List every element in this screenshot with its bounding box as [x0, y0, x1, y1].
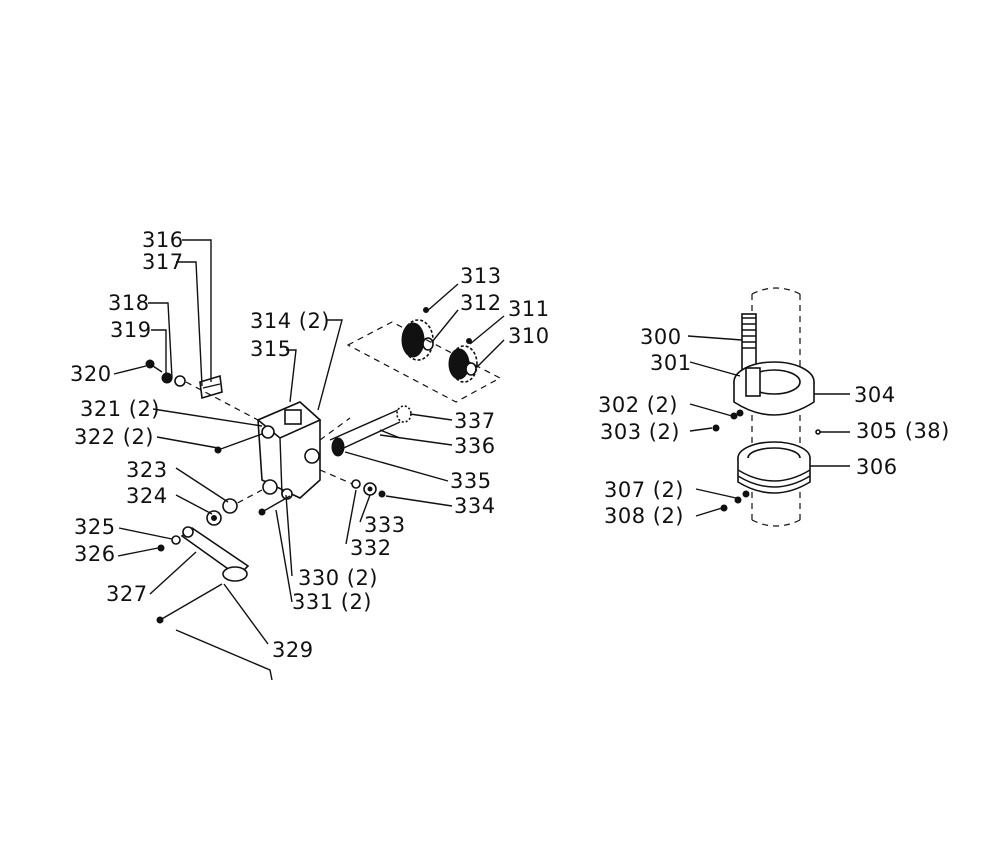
label-316: 316 [142, 228, 184, 252]
label-327: 327 [106, 582, 148, 606]
label-323: 323 [126, 458, 168, 482]
label-315: 315 [250, 337, 292, 361]
label-336: 336 [454, 434, 496, 458]
label-307: 307 (2) [604, 478, 684, 502]
screw-326-part [157, 544, 165, 552]
label-308: 308 (2) [604, 504, 684, 528]
label-310: 310 [508, 324, 550, 348]
screw-322-head [214, 446, 222, 454]
label-318: 318 [108, 291, 150, 315]
screw-330-part [261, 495, 291, 513]
label-325: 325 [74, 515, 116, 539]
label-312: 312 [460, 291, 502, 315]
washer-part [174, 375, 186, 387]
label-301: 301 [650, 351, 692, 375]
ring-306-part [737, 441, 811, 498]
right-assembly [712, 287, 821, 527]
washer-332-part [351, 479, 361, 489]
handle-rod-329-part [156, 583, 223, 624]
shaft-part [329, 405, 412, 457]
label-311: 311 [508, 297, 550, 321]
label-333: 333 [364, 513, 406, 537]
label-321: 321 (2) [80, 397, 160, 421]
label-337: 337 [454, 409, 496, 433]
screw-320-part [145, 359, 163, 373]
label-304: 304 [854, 383, 896, 407]
left-leaders [113, 239, 505, 681]
screw-307-part [734, 496, 742, 504]
right-leaders [687, 335, 850, 517]
housing-block-part [256, 401, 322, 500]
label-322: 322 (2) [74, 425, 154, 449]
collar-304-part [733, 361, 815, 417]
washer-part [161, 372, 173, 384]
label-335: 335 [450, 469, 492, 493]
label-302: 302 (2) [598, 393, 678, 417]
screw-303-part [712, 424, 720, 432]
lever-327-part [180, 526, 250, 582]
label-329: 329 [272, 638, 314, 662]
screw-334-part [378, 490, 386, 498]
label-317: 317 [142, 250, 184, 274]
label-300: 300 [640, 325, 682, 349]
label-313: 313 [460, 264, 502, 288]
label-306: 306 [856, 455, 898, 479]
gear-311-part [448, 345, 478, 383]
gear-313-part [401, 319, 434, 361]
screw-322-part [217, 433, 263, 451]
label-332: 332 [350, 536, 392, 560]
label-305: 305 (38) [856, 419, 950, 443]
label-319: 319 [110, 318, 152, 342]
label-314: 314 (2) [250, 309, 330, 333]
ball-305-part [815, 429, 821, 435]
washer-325-part [171, 535, 181, 545]
label-334: 334 [454, 494, 496, 518]
label-324: 324 [126, 484, 168, 508]
label-330: 330 (2) [298, 566, 378, 590]
left-assembly [145, 307, 502, 624]
label-320: 320 [70, 362, 112, 386]
part-labels: 316 317 318 319 320 314 (2) 315 321 (2) … [70, 228, 950, 662]
washer-323-part [222, 498, 238, 514]
label-303: 303 (2) [600, 420, 680, 444]
label-326: 326 [74, 542, 116, 566]
label-331: 331 (2) [292, 590, 372, 614]
